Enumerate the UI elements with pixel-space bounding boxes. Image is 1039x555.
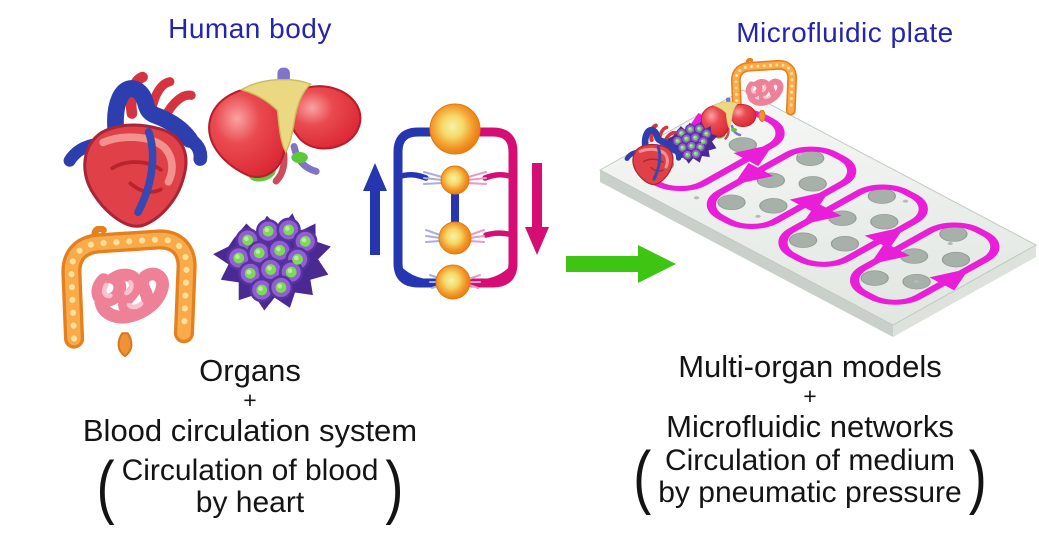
microfluidic-plate-illustration [598, 50, 1038, 337]
right-paren-line1: Circulation of medium [664, 444, 956, 477]
plate-side-right [893, 245, 1036, 337]
left-paren-line2: by heart [195, 486, 305, 519]
left-panel-title: Human body [168, 13, 332, 44]
venous-up-arrow [363, 163, 387, 255]
cell-cluster-illustration [208, 200, 336, 316]
right-caption-line1: Multi-organ models [678, 349, 942, 384]
intestine-illustration [55, 226, 203, 360]
organ-nodes [429, 103, 481, 300]
liver-illustration [200, 66, 366, 191]
right-panel-title: Microfluidic plate [736, 17, 954, 48]
plate-side-front [600, 170, 893, 337]
left-caption-parenthetical: ( Circulation of blood by heart ) [15, 448, 485, 526]
right-paren-line2: by pneumatic pressure [658, 476, 962, 509]
open-paren: ( [633, 438, 652, 516]
right-caption-parenthetical: ( Circulation of medium by pneumatic pre… [580, 438, 1039, 516]
left-paren-line1: Circulation of blood [121, 454, 379, 487]
transform-arrow-icon [566, 245, 676, 283]
arterial-down-arrow [525, 163, 549, 255]
close-paren: ) [968, 438, 987, 516]
right-caption-plus: + [803, 383, 817, 409]
left-caption-line1: Organs [199, 353, 301, 388]
blood-circulation-schematic [363, 103, 549, 300]
heart-illustration [62, 68, 214, 235]
open-paren: ( [96, 448, 115, 526]
left-caption-plus: + [243, 387, 257, 413]
capillary-fan-right [465, 171, 487, 289]
venous-loop-line [393, 127, 460, 288]
close-paren: ) [385, 448, 404, 526]
flow-arrows [683, 113, 970, 291]
arterial-loop-line [450, 127, 518, 288]
left-caption-block: Organs + Blood circulation system ( Circ… [15, 353, 485, 526]
right-caption-block: Multi-organ models + Microfluidic networ… [580, 349, 1039, 516]
left-caption-line2: Blood circulation system [82, 413, 418, 448]
right-caption-line2: Microfluidic networks [666, 409, 954, 444]
